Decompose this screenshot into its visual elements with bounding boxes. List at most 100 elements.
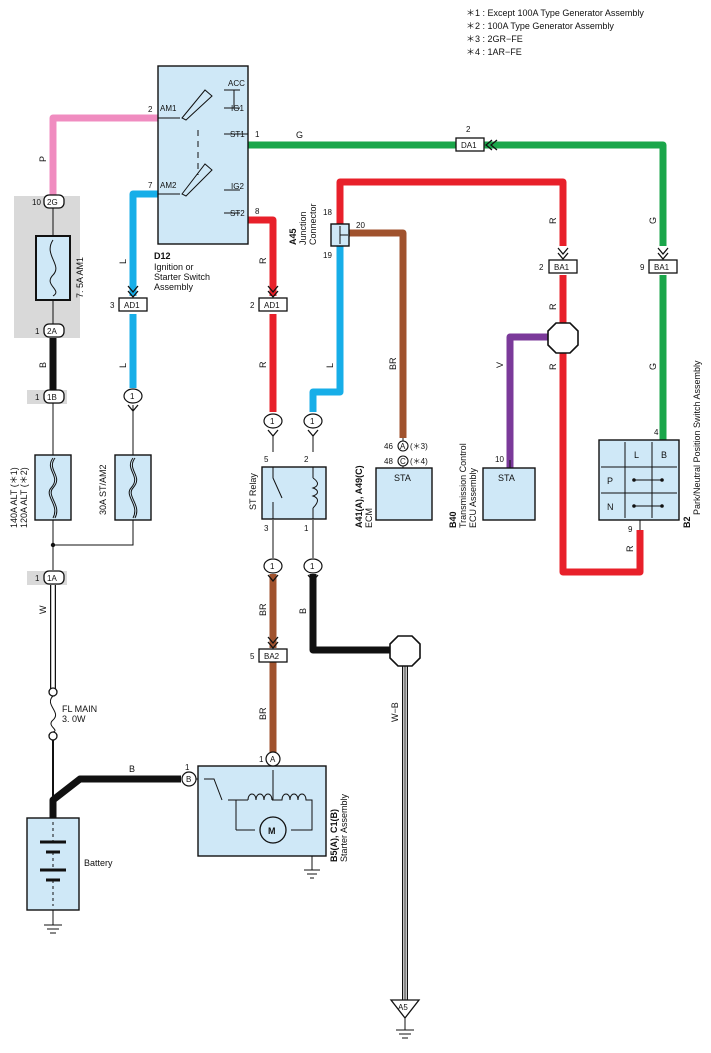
fuse-alt-element-2 [50, 457, 58, 519]
junction-internal [339, 226, 348, 244]
tcm-pin: 10 [495, 455, 504, 464]
svg-text:B: B [38, 362, 48, 368]
ignition-switch-name-2: Starter Switch [154, 272, 210, 282]
fuse-am1-label: 7. 5A AM1 [75, 257, 85, 298]
fl-main-label-2: 3. 0W [62, 714, 86, 724]
term-am1: AM1 [160, 104, 177, 113]
term-ig2: IG2 [231, 182, 244, 191]
term-acc: ACC [228, 79, 245, 88]
ground-a5-icon [396, 1018, 414, 1039]
ground-a5-label: A5 [398, 1003, 408, 1012]
svg-text:BR: BR [388, 357, 398, 370]
svg-text:G: G [648, 217, 658, 224]
ignition-switch-name-3: Assembly [154, 282, 194, 292]
ground-a5: A5 [389, 999, 421, 1039]
connector-AD1-right-id: AD1 [264, 301, 280, 310]
switch-contact-am2 [181, 163, 213, 197]
svg-text:1: 1 [310, 562, 315, 571]
junction-pin-19: 19 [323, 251, 332, 260]
svg-text:W−B: W−B [390, 702, 400, 722]
svg-text:1: 1 [310, 417, 315, 426]
junction-code: A45 [288, 228, 298, 245]
svg-text:P: P [38, 156, 48, 162]
st-relay: 5 2 3 1 ST Relay [248, 455, 327, 533]
round-connector-relay-5: 1 [263, 413, 283, 438]
svg-text:L: L [325, 363, 335, 368]
st-relay-pin-1: 1 [304, 524, 309, 533]
round-connector-relay-1: 1 [303, 558, 323, 583]
svg-text:B: B [129, 764, 135, 774]
wire-purple-tcm [506, 333, 563, 468]
fuse-alt-label-1: 140A ALT (＊1) [9, 467, 19, 528]
term-am2: AM2 [160, 181, 177, 190]
tcm-code: B40 [448, 511, 458, 528]
switch-terminals [224, 89, 248, 214]
junction-connector: 18 20 19 A45 Junction Connector [288, 203, 365, 260]
ignition-switch-name-1: Ignition or [154, 262, 194, 272]
ecm-note-3: (＊3) [410, 442, 428, 451]
svg-text:R: R [258, 361, 268, 368]
connector-2A-id: 2A [47, 327, 57, 336]
svg-text:G: G [648, 363, 658, 370]
wire-thin-relay [272, 436, 314, 558]
connector-AD1-right: AD1 2 [250, 285, 288, 312]
connector-BA1-right-id: BA1 [654, 263, 670, 272]
wire-red-pnp [559, 275, 644, 576]
fl-main-element [49, 695, 57, 733]
note-3: ＊3 : 2GR−FE [466, 34, 523, 44]
splice-red [547, 322, 579, 354]
tcm-name-2: ECU Assembly [468, 467, 478, 528]
wire-brown-ecm [348, 229, 407, 438]
tcm-terminal: STA [498, 473, 515, 483]
st-relay-pin-3: 3 [264, 524, 269, 533]
svg-text:W: W [38, 605, 48, 614]
svg-text:R: R [548, 303, 558, 310]
starter-conn-b [181, 771, 197, 787]
fuse-st-element [128, 457, 136, 519]
connector-BA1-left-id: BA1 [554, 263, 570, 272]
pnp-p: P [607, 476, 613, 486]
connector-1A-pin: 1 [35, 574, 40, 583]
connector-BA1-left: BA1 2 [539, 247, 578, 274]
svg-text:BR: BR [258, 707, 268, 720]
ecm-code: A41(A), A49(C) [354, 465, 364, 528]
starter-code: B5(A), C1(B) [329, 809, 339, 862]
note-1: ＊1 : Except 100A Type Generator Assembly [466, 8, 644, 18]
pnp-code: B2 [682, 516, 692, 528]
term-st1: ST1 [230, 130, 245, 139]
connector-1B: 1B 1 [35, 389, 65, 404]
junction-pin-18: 18 [323, 208, 332, 217]
ecm-conn-a [397, 440, 409, 452]
wire-black-relay [309, 574, 392, 654]
connector-2A-pin: 1 [35, 327, 40, 336]
connector-2G-body [43, 194, 65, 209]
wire-black-battery [49, 775, 181, 818]
connector-1A: 1A 1 [35, 570, 65, 585]
pnp-l: L [634, 450, 639, 460]
battery-label: Battery [84, 858, 113, 868]
svg-text:V: V [495, 362, 505, 368]
connector-DA1-pin: 2 [466, 125, 471, 134]
starter-coils [236, 793, 313, 831]
starter-conn-a [265, 751, 281, 767]
connector-DA1: DA1 2 [455, 125, 498, 152]
svg-text:1: 1 [270, 417, 275, 426]
ecm-conn-a-label: A [400, 442, 406, 451]
ecm-name: ECM [364, 508, 374, 528]
fuse-alt: 140A ALT (＊1) 120A ALT (＊2) [9, 454, 72, 528]
ecm-conn-c-label: C [400, 457, 406, 466]
tcm: STA 10 B40 Transmission Control ECU Asse… [448, 443, 536, 528]
connector-1A-body [43, 570, 65, 585]
pnp-name: Park/Neutral Position Switch Assembly [692, 360, 702, 515]
note-2: ＊2 : 100A Type Generator Assembly [466, 21, 614, 31]
connector-BA2: BA2 5 [250, 636, 288, 663]
connector-2G-pin: 10 [32, 198, 41, 207]
fuse-alt-label-2: 120A ALT (＊2) [19, 467, 29, 528]
round-connector-relay-2: 1 [303, 413, 323, 438]
st-relay-pin-2: 2 [304, 455, 309, 464]
fl-main-label-1: FL MAIN [62, 704, 97, 714]
pnp-pin-4: 4 [654, 428, 659, 437]
pnp-n: N [607, 502, 614, 512]
svg-text:L: L [118, 259, 128, 264]
connector-AD1-left: AD1 3 [110, 285, 148, 312]
